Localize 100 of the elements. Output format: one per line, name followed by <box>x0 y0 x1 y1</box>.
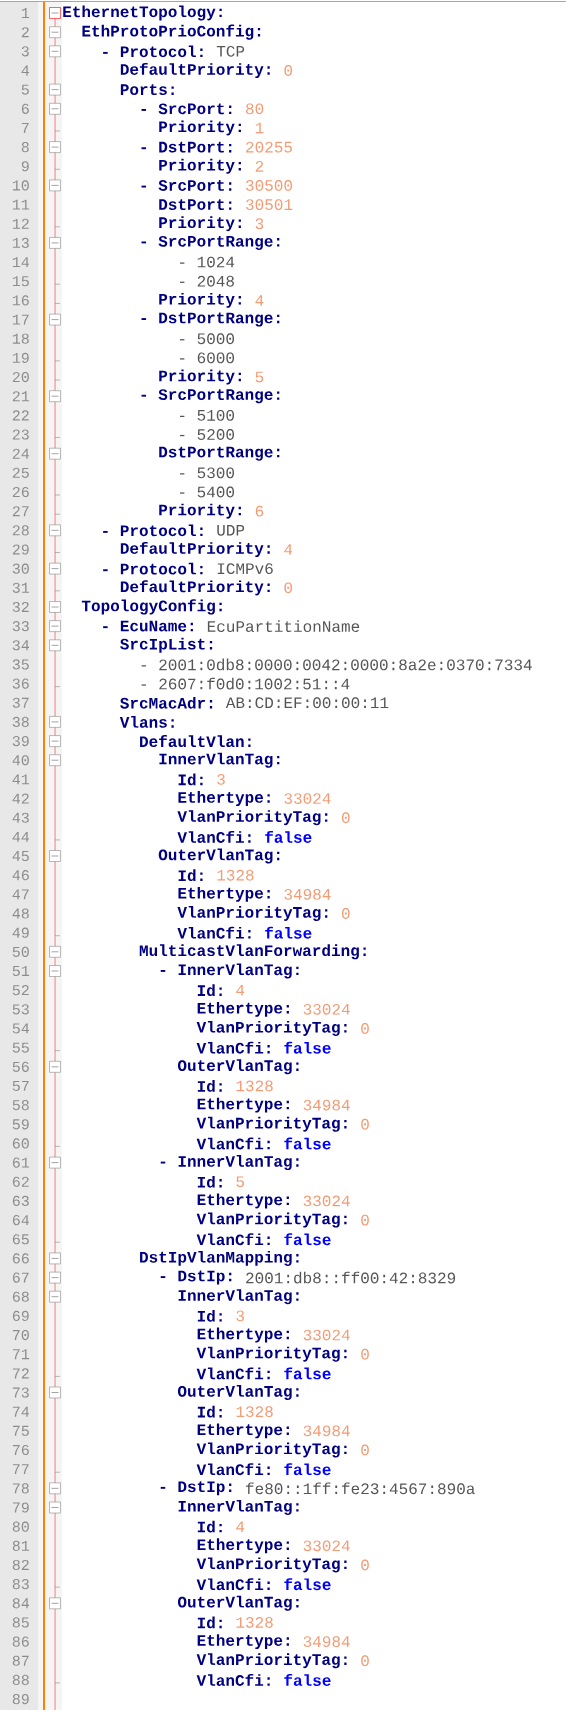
line-number: 2 <box>21 27 29 38</box>
yaml-key: - SrcPortRange: <box>141 235 280 250</box>
line-number: 33 <box>12 621 29 632</box>
yaml-key: Id: <box>197 984 222 997</box>
yaml-key: EthernetTopology: <box>63 5 222 21</box>
yaml-key: VlanPriorityTag: <box>196 1653 347 1669</box>
yaml-key: Ethertype: <box>197 1423 289 1439</box>
line-number: 57 <box>12 1080 29 1091</box>
line-number: 76 <box>12 1444 29 1456</box>
yaml-key: Id: <box>197 1175 222 1188</box>
line-number: 14 <box>12 257 30 268</box>
line-number: 84 <box>12 1598 30 1609</box>
yaml-key: Ethertype: <box>197 1001 289 1017</box>
yaml-value: 5 <box>236 1176 244 1188</box>
line-number: 1 <box>21 8 30 18</box>
line-number: 69 <box>12 1310 29 1321</box>
yaml-key: Id: <box>197 1405 222 1418</box>
line-number: 68 <box>12 1291 29 1302</box>
yaml-key: Ethertype: <box>197 1538 289 1554</box>
line-number: 59 <box>12 1119 29 1130</box>
yaml-value: 33024 <box>303 1329 350 1341</box>
line-number: 18 <box>12 333 29 344</box>
yaml-key: Id: <box>197 1520 222 1533</box>
yaml-key: Ethertype: <box>197 1097 289 1113</box>
yaml-key: Id: <box>197 1616 222 1629</box>
yaml-key: DefaultPriority: <box>120 62 270 79</box>
line-number: 72 <box>12 1368 29 1379</box>
yaml-key: Priority: <box>159 503 241 519</box>
list-item: - 5100 <box>180 409 234 421</box>
line-number: 82 <box>12 1559 29 1571</box>
line-number: 35 <box>12 659 29 670</box>
line-number: 85 <box>12 1617 29 1628</box>
yaml-key: Ethertype: <box>178 886 270 902</box>
yaml-key: - SrcPortRange: <box>141 389 280 404</box>
line-number: 53 <box>12 1004 29 1015</box>
yaml-value: false <box>265 926 312 939</box>
yaml-value: 0 <box>342 908 350 919</box>
yaml-key: VlanCfi: <box>177 830 251 843</box>
yaml-value: 34984 <box>303 1099 350 1111</box>
yaml-value: 3 <box>236 1310 244 1322</box>
yaml-key: VlanCfi: <box>196 1041 270 1054</box>
yaml-key: - DstIp: <box>160 1481 232 1496</box>
yaml-key: VlanPriorityTag: <box>177 906 328 921</box>
list-item: - 2048 <box>180 275 234 287</box>
line-number: 45 <box>12 851 29 862</box>
line-number: 41 <box>12 774 30 785</box>
yaml-key: Priority: <box>159 292 241 308</box>
yaml-value: AB:CD:EF:00:00:11 <box>225 697 389 709</box>
yaml-key: Priority: <box>159 369 241 385</box>
yaml-value: 1328 <box>236 1617 273 1628</box>
line-number: 61 <box>12 1157 30 1168</box>
yaml-key: Id: <box>197 1310 222 1322</box>
line-number: 78 <box>12 1483 29 1494</box>
yaml-value: 34984 <box>284 888 331 900</box>
line-number: 64 <box>12 1215 30 1226</box>
yaml-key: OuterVlanTag: <box>177 1595 299 1611</box>
line-number: 86 <box>12 1636 29 1647</box>
yaml-value: 0 <box>361 1214 369 1226</box>
line-number: 30 <box>12 563 29 574</box>
yaml-key: TopologyConfig: <box>81 599 222 615</box>
yaml-value: 1328 <box>236 1080 273 1092</box>
line-number: 80 <box>12 1521 29 1532</box>
line-number: 46 <box>12 870 29 881</box>
yaml-key: - SrcPort: <box>141 103 232 115</box>
line-number: 56 <box>12 1061 29 1072</box>
yaml-value: 80 <box>246 103 264 115</box>
yaml-key: VlanCfi: <box>196 1578 270 1591</box>
line-number: 9 <box>21 161 29 172</box>
line-number: 89 <box>12 1694 29 1705</box>
yaml-value: false <box>284 1233 331 1246</box>
line-number: 54 <box>12 1023 30 1034</box>
yaml-key: - SrcPort: <box>141 180 232 191</box>
line-number: 6 <box>21 103 29 114</box>
line-number: 20 <box>12 371 29 383</box>
line-number: 40 <box>12 755 29 766</box>
yaml-value: 30500 <box>246 180 293 191</box>
yaml-key: VlanPriorityTag: <box>196 1442 347 1458</box>
yaml-value: 0 <box>361 1023 369 1034</box>
line-number: 5 <box>21 84 29 95</box>
yaml-key: DefaultPriority: <box>120 580 270 596</box>
yaml-key: Vlans: <box>119 716 174 728</box>
yaml-key: - DstPortRange: <box>141 312 280 327</box>
yaml-value: 33024 <box>303 1195 350 1207</box>
line-number: 66 <box>12 1253 29 1264</box>
line-number: 13 <box>12 237 29 248</box>
yaml-key: SrcMacAdr: <box>120 696 213 709</box>
yaml-key: OuterVlanTag: <box>158 848 280 864</box>
line-number: 32 <box>12 601 29 613</box>
list-item: - 5200 <box>180 429 234 440</box>
line-number: 74 <box>12 1406 30 1417</box>
line-number: 71 <box>12 1349 30 1360</box>
line-number: 83 <box>12 1579 29 1590</box>
yaml-key: - EcuName: <box>103 620 193 632</box>
yaml-value: false <box>284 1463 331 1476</box>
yaml-value: false <box>284 1041 331 1054</box>
yaml-value: 4 <box>284 544 293 555</box>
list-item: - 2607:f0d0:1002:51::4 <box>141 677 350 690</box>
line-number: 26 <box>12 486 29 498</box>
yaml-key: EthProtoPrioConfig: <box>82 24 261 40</box>
yaml-key: SrcIpList: <box>120 637 213 653</box>
